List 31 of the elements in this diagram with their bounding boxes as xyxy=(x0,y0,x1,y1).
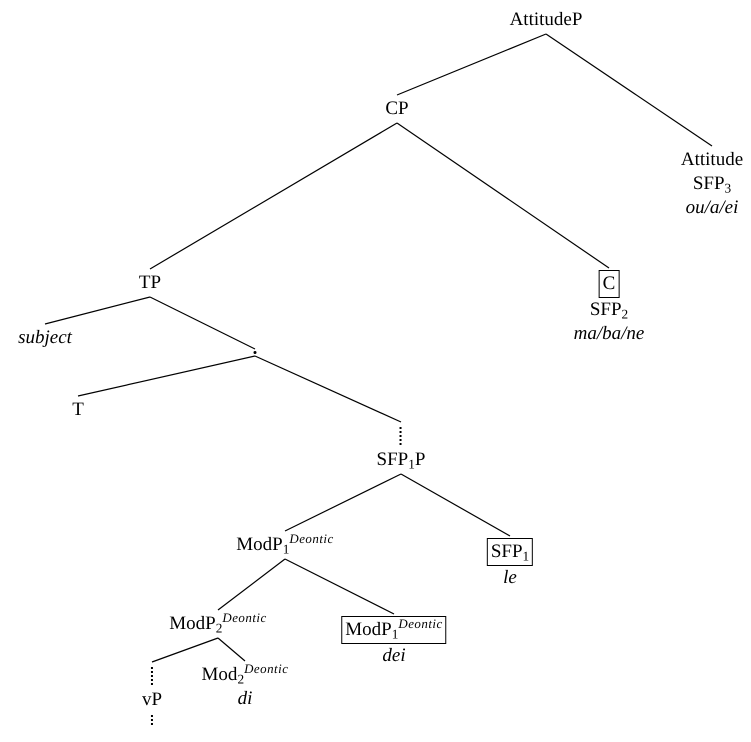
branch-line xyxy=(150,122,398,270)
branch-line xyxy=(254,355,402,423)
boxed-node-label: C xyxy=(598,270,620,298)
branch-line xyxy=(284,473,402,532)
branch-line xyxy=(400,473,510,537)
node-label: CP xyxy=(385,97,409,121)
boxed-node-label: SFP$_{1}$ xyxy=(486,538,534,566)
node-label: SFP$_{2}$ xyxy=(590,298,628,322)
word-label: ma/ba/ne xyxy=(574,322,644,346)
branch-line xyxy=(150,296,256,350)
branch-line xyxy=(78,355,256,397)
branch-line xyxy=(546,34,712,146)
node-label: TP xyxy=(138,271,162,295)
word-label: dei xyxy=(382,644,406,668)
branch-line xyxy=(218,638,246,662)
node-label: SFP$_{1}$P xyxy=(376,448,426,472)
word-label: di xyxy=(238,687,252,711)
branch-line xyxy=(218,558,286,610)
branch-line xyxy=(396,33,546,96)
branch-line xyxy=(44,296,150,325)
node-label: vP xyxy=(142,688,162,712)
node-label: Attitude xyxy=(680,148,744,172)
node-label: SFP$_{3}$ xyxy=(692,172,732,196)
node-label: AttitudeP xyxy=(510,8,582,32)
branch-line xyxy=(152,637,218,663)
branch-line xyxy=(284,558,394,615)
word-label: subject xyxy=(18,326,72,350)
node-label: T xyxy=(72,398,84,422)
branch-line xyxy=(396,122,610,268)
word-label: le xyxy=(503,566,517,590)
word-label: ou/a/ei xyxy=(686,196,738,220)
